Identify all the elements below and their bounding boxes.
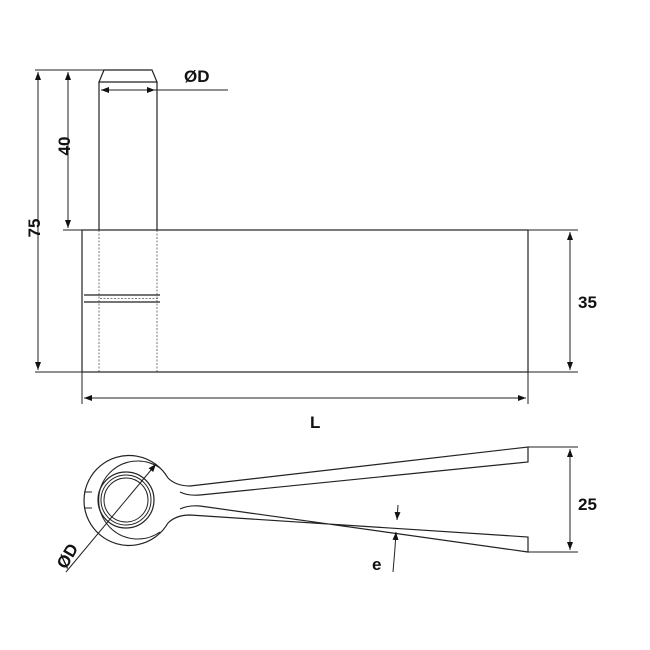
dim-75-label: 75 <box>25 219 44 238</box>
dim-35-label: 35 <box>578 293 597 312</box>
top-view: 25 ØD e <box>53 446 597 574</box>
dim-ring-diameter <box>65 463 157 573</box>
dim-thickness-label: e <box>372 555 381 574</box>
dim-25-label: 25 <box>578 495 597 514</box>
pin-hole-circle <box>103 477 149 523</box>
dim-40-label: 40 <box>55 137 74 156</box>
dim-thickness <box>394 504 401 521</box>
side-view: 75 40 ØD L 35 <box>25 67 597 432</box>
plate <box>81 229 529 373</box>
dim-thickness <box>392 531 399 549</box>
pin-top <box>98 69 158 83</box>
dim-pin-diameter-label: ØD <box>184 67 210 86</box>
dim-length-label: L <box>310 413 320 432</box>
dim-leader <box>392 547 396 573</box>
lower-arm <box>167 505 529 553</box>
ring-outer <box>83 454 169 547</box>
ring-inner-2 <box>100 474 152 526</box>
ring-outer-inner <box>98 460 161 540</box>
ring-inner <box>97 471 155 529</box>
dim-ring-diameter-label: ØD <box>53 540 82 572</box>
upper-arm <box>167 446 529 496</box>
